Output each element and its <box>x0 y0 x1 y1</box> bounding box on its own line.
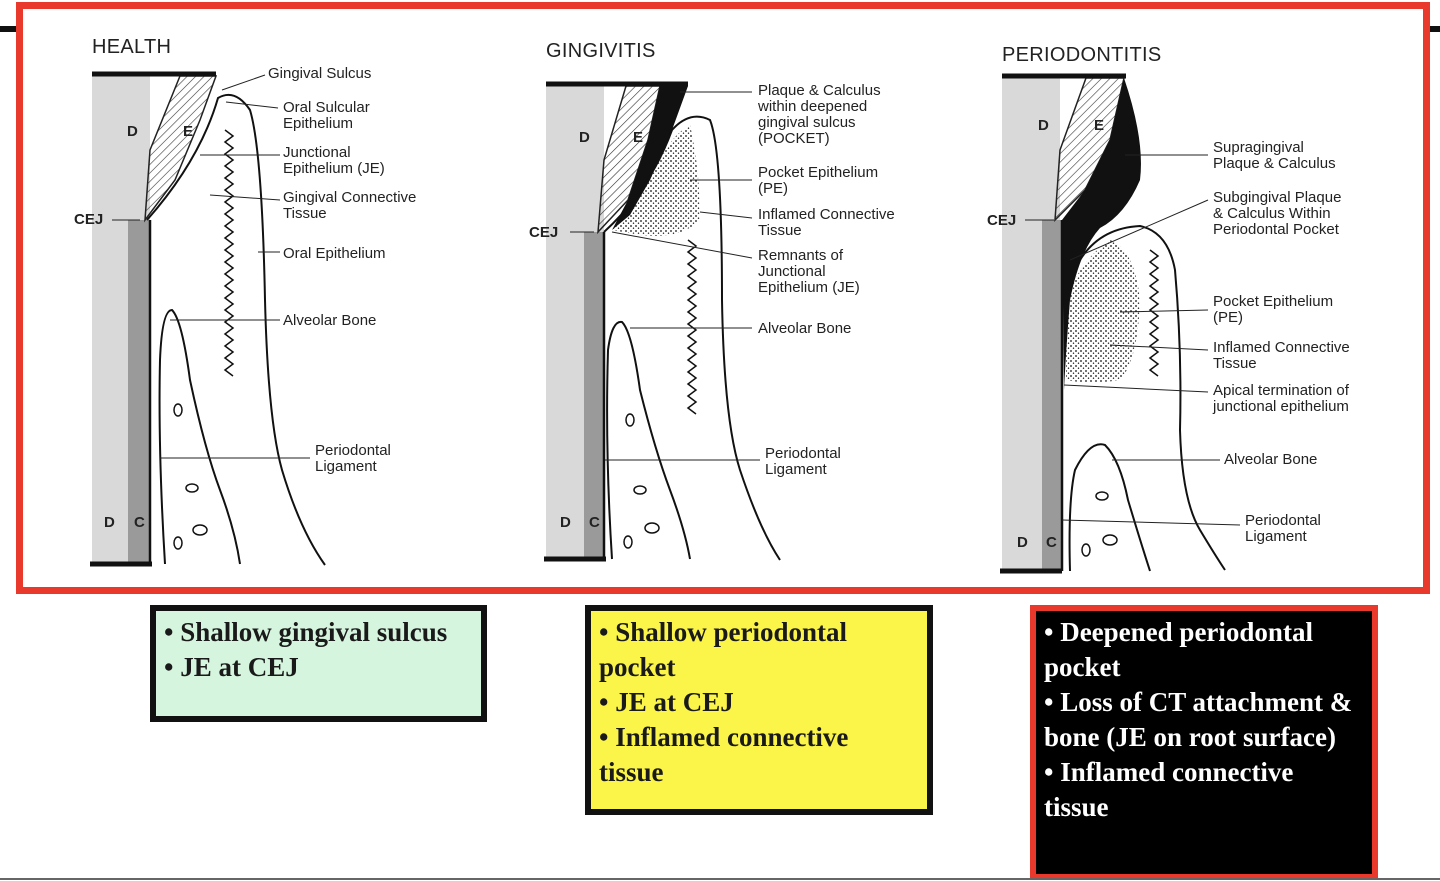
gingivitis-alveolar-bone <box>606 320 691 560</box>
health-label-pdl: Periodontal Ligament <box>315 442 391 475</box>
gingivitis-label-cej: CEJ <box>529 224 559 241</box>
gingivitis-leader-lines <box>570 91 760 461</box>
health-label-dentin-root: D <box>104 514 115 531</box>
health-bone-marrow <box>173 536 183 550</box>
periodontitis-title: PERIODONTITIS <box>1002 44 1162 66</box>
periodontal-diagram <box>90 71 1241 574</box>
health-cementum <box>128 220 150 564</box>
gingivitis-label-cementum: C <box>589 514 600 531</box>
gingivitis-summary-item: • JE at CEJ <box>599 687 734 717</box>
health-summary-box: • Shallow gingival sulcus • JE at CEJ <box>150 605 487 722</box>
gingivitis-label-ict: Inflamed Connective Tissue <box>758 206 895 239</box>
gingivitis-label-dentin-root: D <box>560 514 571 531</box>
health-label-cej: CEJ <box>74 211 104 228</box>
gingivitis-bone-marrow <box>623 535 633 549</box>
perio-label-cementum: C <box>1046 534 1057 551</box>
health-label-alveolar-bone: Alveolar Bone <box>283 312 377 329</box>
left-edge-bar <box>0 26 20 32</box>
gingivitis-label-enamel: E <box>633 129 644 146</box>
health-enamel <box>144 75 218 223</box>
health-label-oral-epithelium: Oral Epithelium <box>283 245 386 262</box>
gingivitis-bone-marrow <box>644 522 660 534</box>
health-label-sulcus: Gingival Sulcus <box>268 65 372 82</box>
gingivitis-label-pdl: Periodontal Ligament <box>765 445 841 478</box>
perio-label-dentin-root: D <box>1017 534 1028 551</box>
perio-alveolar-bone <box>1068 443 1151 572</box>
bottom-divider <box>0 878 1440 880</box>
health-alveolar-bone <box>158 308 241 565</box>
perio-label-ict: Inflamed Connective Tissue <box>1213 339 1350 372</box>
perio-label-subgingival: Subgingival Plaque & Calculus Within Per… <box>1213 189 1342 238</box>
gingivitis-label-pe: Pocket Epithelium (PE) <box>758 164 879 197</box>
gingivitis-label-dentin: D <box>579 129 590 146</box>
health-bone-marrow <box>185 483 199 493</box>
health-oral-epithelium <box>223 129 235 377</box>
perio-label-pe: Pocket Epithelium (PE) <box>1213 293 1334 326</box>
gingivitis-summary-item: • Shallow periodontal pocket <box>599 617 847 682</box>
perio-gingiva-outline <box>1079 224 1226 571</box>
perio-bone-marrow <box>1081 543 1091 557</box>
perio-summary-item: • Deepened periodontal pocket <box>1044 617 1313 682</box>
health-label-cementum: C <box>134 514 145 531</box>
perio-label-apical-je: Apical termination of junctional epithel… <box>1213 382 1349 415</box>
perio-summary-item: • Loss of CT attachment & bone (JE on ro… <box>1044 687 1353 752</box>
periodontitis-summary-box: • Deepened periodontal pocket • Loss of … <box>1030 605 1378 880</box>
gingivitis-label-alveolar-bone: Alveolar Bone <box>758 320 852 337</box>
health-gingiva-outline <box>146 94 326 566</box>
perio-label-dentin: D <box>1038 117 1049 134</box>
gingivitis-label-plaque: Plaque & Calculus within deepened gingiv… <box>758 82 881 147</box>
health-summary-item: • Shallow gingival sulcus <box>164 617 448 647</box>
gingivitis-panel <box>544 81 781 562</box>
perio-label-alveolar-bone: Alveolar Bone <box>1224 451 1318 468</box>
right-edge-bar <box>1420 26 1440 32</box>
perio-leader-lines <box>1025 154 1241 526</box>
gingivitis-title: GINGIVITIS <box>546 40 656 62</box>
gingivitis-bone-marrow <box>633 485 647 495</box>
gingivitis-label-remnants: Remnants of Junctional Epithelium (JE) <box>758 247 860 296</box>
gingivitis-plaque <box>612 86 688 230</box>
gingivitis-gingiva-outline <box>603 115 781 561</box>
health-label-enamel: E <box>183 123 194 140</box>
perio-bone-marrow <box>1095 491 1109 501</box>
gingivitis-summary-box: • Shallow periodontal pocket • JE at CEJ… <box>585 605 933 815</box>
diagram-frame <box>16 2 1430 594</box>
perio-label-supragingival: Supragingival Plaque & Calculus <box>1213 139 1336 172</box>
perio-plaque-calculus <box>1062 78 1141 390</box>
gingivitis-oral-epithelium <box>686 239 698 415</box>
health-bone-marrow <box>192 524 208 536</box>
health-label-dentin: D <box>127 123 138 140</box>
gingivitis-inflamed-ct <box>612 125 700 236</box>
perio-inflamed-ct <box>1066 240 1140 383</box>
perio-bone-marrow <box>1102 534 1118 546</box>
gingivitis-bone-marrow <box>625 413 635 427</box>
perio-summary-item: • Inflamed connective tissue <box>1044 757 1294 822</box>
perio-cementum <box>1042 220 1062 571</box>
health-title: HEALTH <box>92 36 172 58</box>
gingivitis-summary-item: • Inflamed connective tissue <box>599 722 849 787</box>
perio-label-enamel: E <box>1094 117 1105 134</box>
health-leader-lines <box>112 74 310 459</box>
gingivitis-cementum <box>584 232 604 559</box>
health-label-je: Junctional Epithelium (JE) <box>283 144 385 177</box>
periodontitis-panel <box>1000 73 1241 574</box>
health-bone-marrow <box>173 403 183 417</box>
health-label-gct: Gingival Connective Tissue <box>283 189 417 222</box>
health-panel <box>90 71 326 567</box>
perio-label-pdl: Periodontal Ligament <box>1245 512 1321 545</box>
perio-oral-epithelium <box>1148 249 1160 377</box>
health-summary-item: • JE at CEJ <box>164 652 299 682</box>
perio-label-cej: CEJ <box>987 212 1017 229</box>
health-label-oral-sulcular: Oral Sulcular Epithelium <box>283 99 370 132</box>
